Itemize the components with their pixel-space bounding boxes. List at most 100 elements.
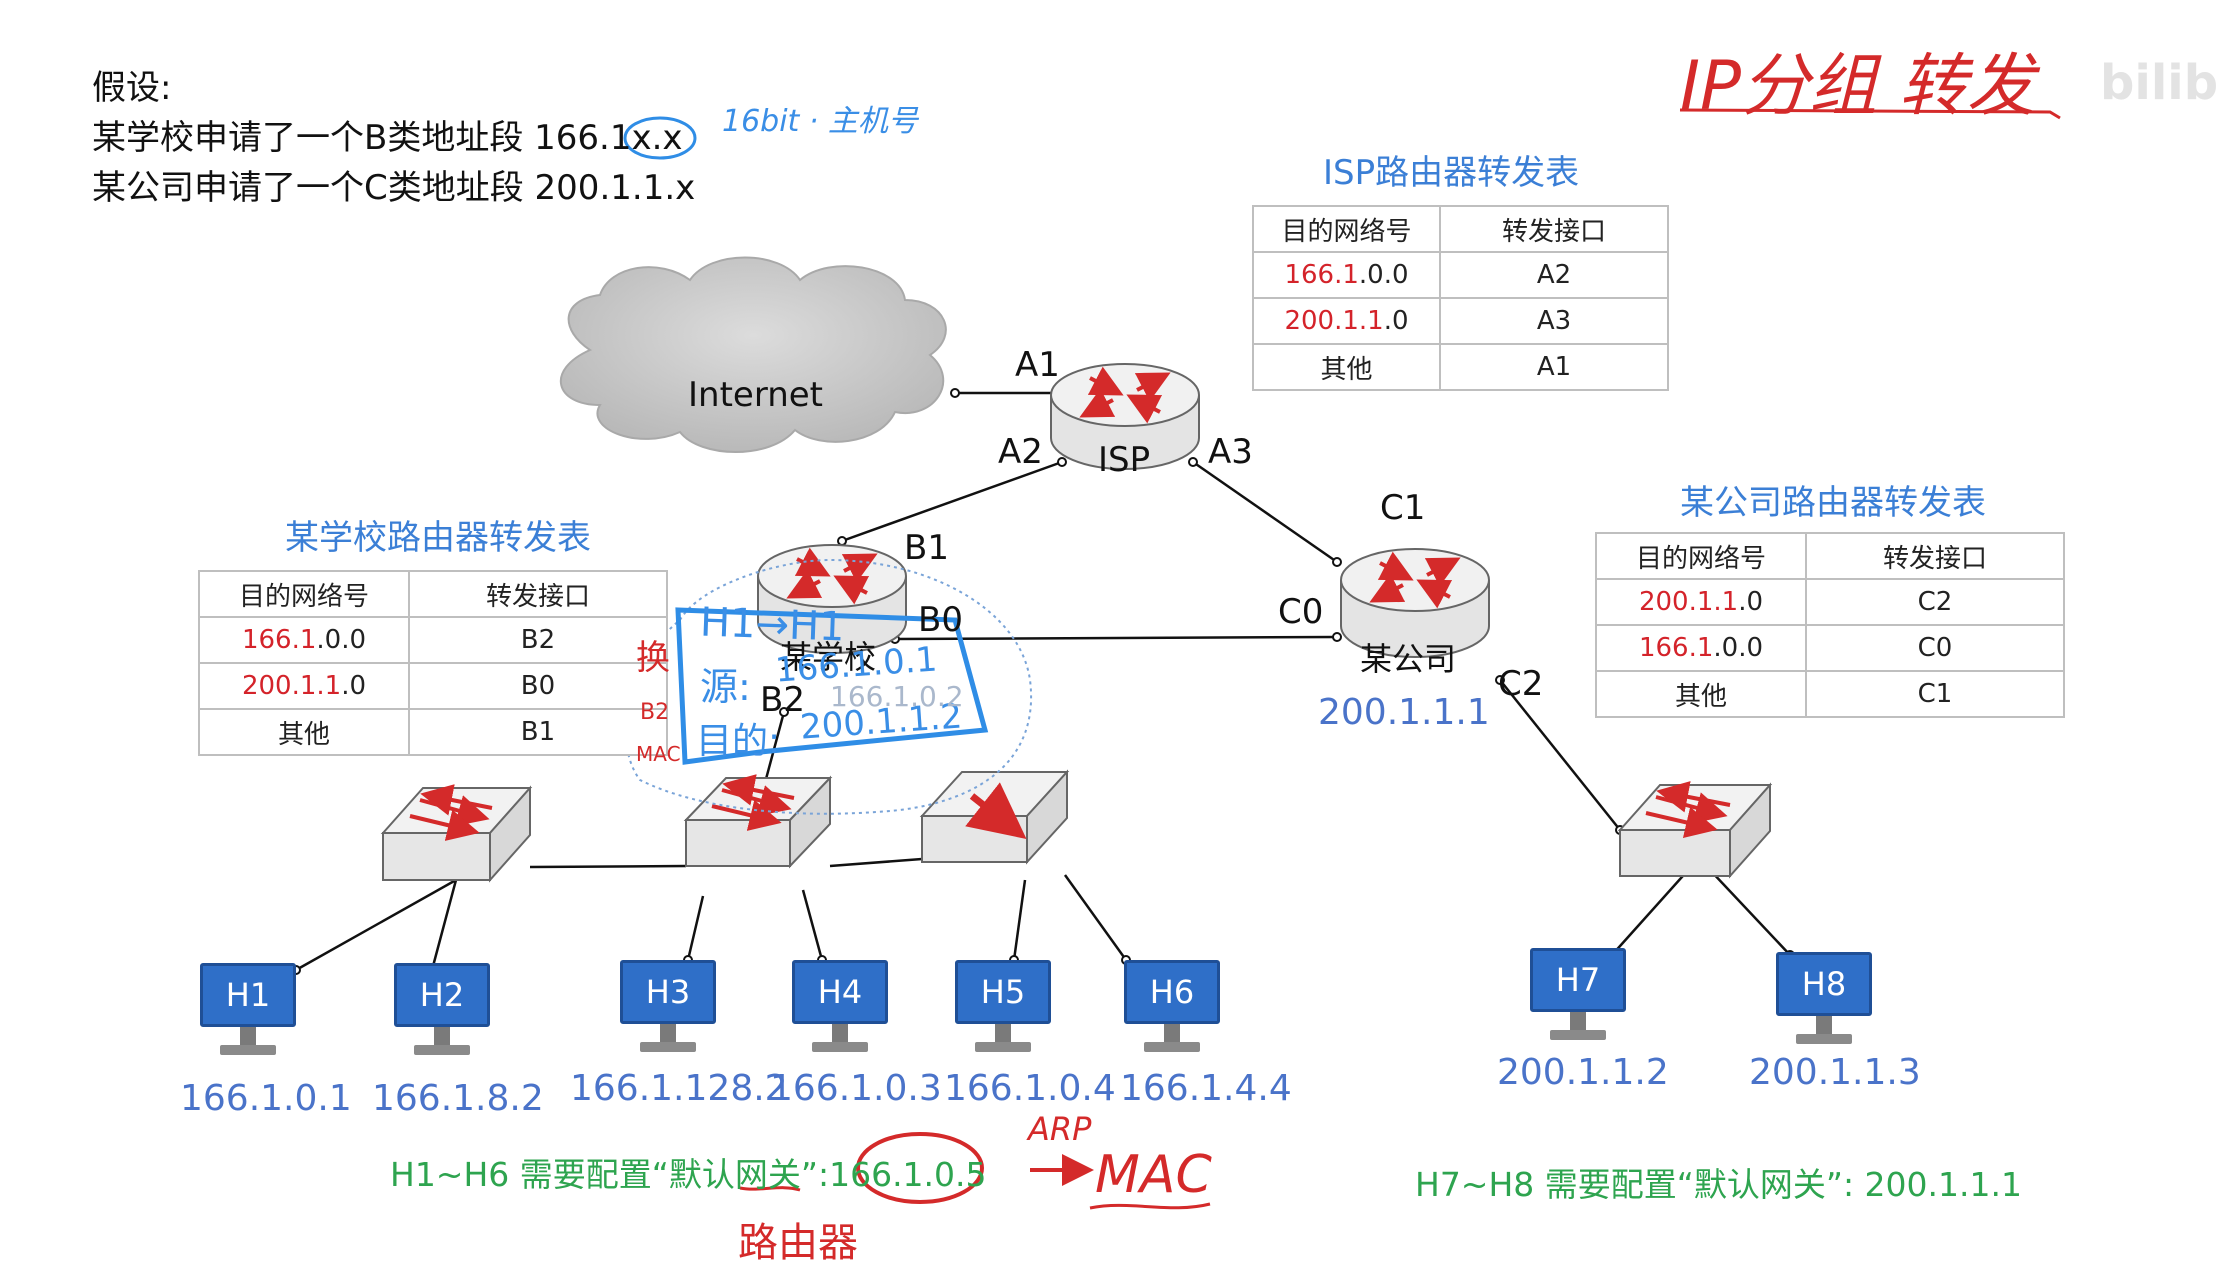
port-c2-label: C2 <box>1498 664 1544 704</box>
host-h3-ip: 166.1.128.2 <box>570 1068 788 1109</box>
net-prefix: 166.1 <box>1638 633 1714 663</box>
school-gateway-text: H1~H6 需要配置“默认网关”: <box>390 1155 830 1194</box>
host-h8-icon: H8 <box>1776 952 1872 1052</box>
table-header: 转发接口 <box>1439 205 1669 253</box>
table-row: 其他 A1 <box>1252 343 1669 391</box>
host-h8-ip: 200.1.1.3 <box>1749 1052 1921 1093</box>
net-prefix: 200.1.1 <box>1638 587 1739 617</box>
links <box>295 391 1791 972</box>
company-router-ip: 200.1.1.1 <box>1318 692 1490 733</box>
packet-title-handwriting: H1→H1 <box>699 599 846 651</box>
host-name: H3 <box>620 960 716 1024</box>
internet-label: Internet <box>688 375 824 415</box>
arp-handwriting: ARP <box>1028 1110 1092 1148</box>
net-suffix: .0.0 <box>1713 633 1764 663</box>
table-cell: A2 <box>1439 251 1669 299</box>
host-h4-ip: 166.1.0.3 <box>770 1068 942 1109</box>
title-underline <box>1679 108 2061 120</box>
router-word-handwriting: 路由器 <box>738 1220 858 1265</box>
table-cell: C1 <box>1805 670 2065 718</box>
company-gateway-note: H7~H8 需要配置“默认网关”: 200.1.1.1 <box>1415 1165 2023 1204</box>
host-name: H4 <box>792 960 888 1024</box>
table-cell: A3 <box>1439 297 1669 345</box>
table-row: 其他 C1 <box>1595 670 2065 718</box>
isp-router-label: ISP <box>1098 440 1151 480</box>
company-router-label: 某公司 <box>1360 640 1457 678</box>
table-cell: B1 <box>408 708 668 756</box>
host-h6-icon: H6 <box>1124 960 1220 1060</box>
host-name: H5 <box>955 960 1051 1024</box>
side-note-change: 换 <box>636 638 670 678</box>
table-cell: C0 <box>1805 624 2065 672</box>
host-h3-icon: H3 <box>620 960 716 1060</box>
packet-src-label: 源: <box>700 665 751 709</box>
company-table-title: 某公司路由器转发表 <box>1680 483 1986 523</box>
table-row: 其他 B1 <box>198 708 668 756</box>
table-cell: B2 <box>408 616 668 664</box>
table-row: 200.1.1.0 B0 <box>198 662 668 710</box>
net-prefix: 200.1.1 <box>241 671 342 701</box>
host-name: H6 <box>1124 960 1220 1024</box>
faded-ip: 166.1.0.2 <box>830 680 964 713</box>
hostbits-circle-mark <box>623 116 697 160</box>
net-suffix: .0 <box>1738 587 1764 617</box>
table-header: 目的网络号 <box>198 570 410 618</box>
premise-line-1-suffix: x.x <box>631 118 683 158</box>
host-h6-ip: 166.1.4.4 <box>1120 1068 1292 1109</box>
net-suffix: 其他 <box>1674 681 1727 712</box>
port-c0-label: C0 <box>1278 592 1324 632</box>
net-suffix: 其他 <box>277 719 330 750</box>
premise-line-1: 某学校申请了一个B类地址段 166.1x.x <box>92 115 683 161</box>
packet-dst-label: 目的: <box>696 721 781 762</box>
net-suffix: .0.0 <box>316 625 367 655</box>
side-note-mac: MAC <box>636 742 681 766</box>
port-b0-label: B0 <box>918 600 963 640</box>
switch-1-icon <box>380 784 533 883</box>
gateway-circle-mark <box>739 1132 1211 1210</box>
port-a2-label: A2 <box>998 432 1043 472</box>
table-header: 目的网络号 <box>1595 532 1807 580</box>
port-b2-label: B2 <box>760 680 805 720</box>
table-cell: A1 <box>1439 343 1669 391</box>
net-suffix: .0 <box>1383 306 1409 336</box>
premise-line-1-text: 某学校申请了一个B类地址段 166.1 <box>92 118 632 158</box>
port-b1-label: B1 <box>904 528 949 568</box>
host-h7-ip: 200.1.1.2 <box>1497 1052 1669 1093</box>
switch-3-icon <box>919 769 1070 865</box>
isp-router-icon <box>1050 363 1200 470</box>
port-c1-label: C1 <box>1380 488 1426 528</box>
lecture-title-handwriting: IP分组 转发 <box>1680 47 2035 126</box>
host-h5-ip: 166.1.0.4 <box>944 1068 1116 1109</box>
net-prefix: 166.1 <box>241 625 317 655</box>
table-header: 目的网络号 <box>1252 205 1441 253</box>
packet-scribble <box>624 558 1033 815</box>
internet-cloud-icon <box>559 256 947 453</box>
net-suffix: 其他 <box>1320 354 1373 385</box>
table-row: 200.1.1.0 A3 <box>1252 297 1669 345</box>
host-h5-icon: H5 <box>955 960 1051 1060</box>
table-row: 166.1.0.0 B2 <box>198 616 668 664</box>
bilibili-watermark: bilib <box>2100 55 2219 111</box>
host-h7-icon: H7 <box>1530 948 1626 1048</box>
isp-table-title: ISP路由器转发表 <box>1323 153 1580 193</box>
switch-2-icon <box>683 774 833 869</box>
table-cell: B0 <box>408 662 668 710</box>
net-suffix: .0.0 <box>1358 260 1409 290</box>
premise-heading: 假设: <box>92 68 172 108</box>
host-h2-ip: 166.1.8.2 <box>372 1078 544 1119</box>
hostbits-note: 16bit · 主机号 <box>722 104 918 139</box>
isp-forwarding-table: 目的网络号转发接口 166.1.0.0 A2 200.1.1.0 A3 其他 A1 <box>1252 205 1669 391</box>
table-cell: C2 <box>1805 578 2065 626</box>
switch-4-icon <box>1617 781 1773 879</box>
net-prefix: 166.1 <box>1284 260 1359 290</box>
net-suffix: .0 <box>341 671 367 701</box>
port-a3-label: A3 <box>1208 432 1253 472</box>
table-row: 166.1.0.0 C0 <box>1595 624 2065 672</box>
table-header: 转发接口 <box>408 570 668 618</box>
school-gateway-note: H1~H6 需要配置“默认网关”:166.1.0.5 <box>390 1148 987 1196</box>
net-prefix: 200.1.1 <box>1284 306 1384 336</box>
port-a1-label: A1 <box>1015 345 1060 385</box>
